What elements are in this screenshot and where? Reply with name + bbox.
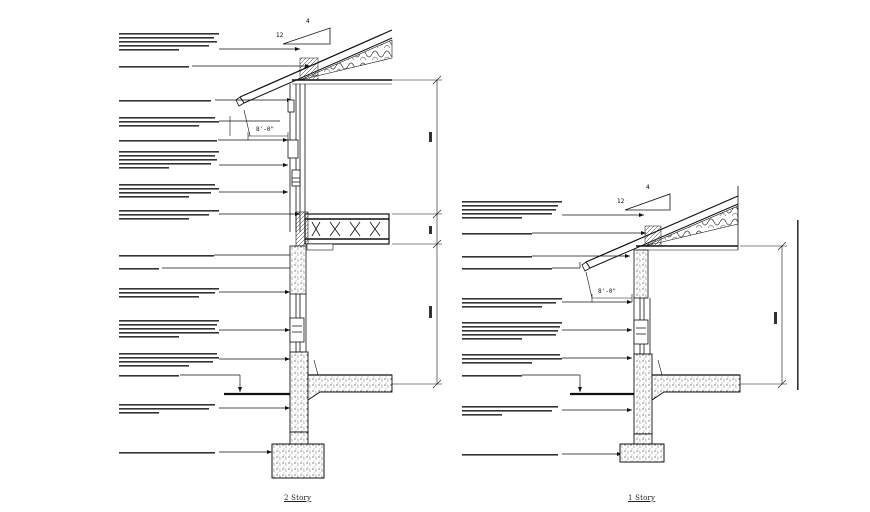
roof-assembly-left: [235, 29, 393, 107]
wall-right: [633, 249, 651, 354]
foundation-right: [570, 353, 741, 463]
caption-one-story: 1 Story: [628, 494, 656, 502]
height-dimension-right: [740, 241, 787, 389]
one-story-section: 8'-0": [462, 186, 799, 463]
vertical-note-strip: [797, 220, 799, 390]
note-column-right: [462, 201, 562, 456]
height-dimension-left: [392, 75, 442, 389]
slope-rise-right: 4: [646, 184, 650, 191]
leader-lines-right: [522, 214, 646, 455]
eave-dimension-label-right: 8'-0": [598, 288, 616, 295]
floor-system-left: [295, 211, 390, 251]
slope-run-right: 12: [617, 198, 625, 205]
roof-slope-indicator-left: [282, 27, 331, 45]
slope-rise-left: 4: [306, 18, 310, 25]
leader-lines-left: [162, 48, 310, 453]
foundation-left: [224, 351, 393, 479]
note-column-left: [119, 33, 219, 454]
two-story-section: 8'-0": [119, 27, 442, 479]
roof-slope-indicator-right: [624, 193, 671, 211]
upper-wall-left: [287, 84, 306, 232]
roof-assembly-right: [581, 186, 739, 272]
eave-dimension-right: [585, 271, 633, 302]
eave-dimension-label-left: 8'-0": [256, 126, 274, 133]
eave-dimension-left: [229, 109, 289, 140]
slope-run-left: 12: [276, 32, 284, 39]
lower-wall-left: [289, 245, 307, 352]
caption-two-story: 2 Story: [284, 494, 312, 502]
